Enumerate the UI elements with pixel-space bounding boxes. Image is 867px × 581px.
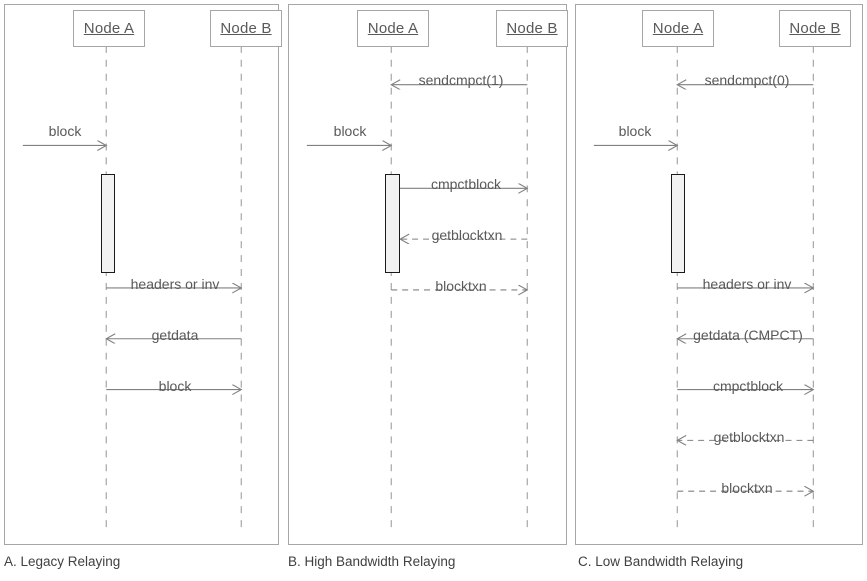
actor-box-node-a[interactable]: Node A [73, 10, 145, 47]
message-label-getdata: getdata [151, 327, 199, 343]
actor-label-node-a: Node A [652, 20, 704, 37]
actor-label-node-b: Node B [220, 20, 272, 37]
panel-low-bandwidth-relaying: Node A Node B sendcmpct(0) block headers… [575, 4, 863, 545]
message-label-blocktxn: blocktxn [721, 480, 773, 496]
message-label-sendcmpct-0: sendcmpct(0) [704, 72, 790, 88]
message-label-cmpctblock: cmpctblock [712, 378, 784, 394]
activation-bar-node-a [101, 174, 115, 273]
message-label-block-in: block [333, 123, 367, 139]
message-label-block-in: block [618, 123, 652, 139]
panel-b-lines [306, 45, 566, 534]
panel-c-caption: C. Low Bandwidth Relaying [578, 554, 744, 569]
panel-c-lines [593, 45, 862, 534]
panel-a-caption: A. Legacy Relaying [4, 554, 121, 569]
message-label-blocktxn: blocktxn [435, 278, 487, 294]
panel-a-lines [22, 45, 278, 534]
panel-legacy-relaying: Node A Node B block headers or inv getda… [4, 4, 282, 545]
actor-box-node-b[interactable]: Node B [496, 10, 568, 47]
message-label-headers-or-inv: headers or inv [130, 276, 220, 292]
message-label-sendcmpct-1: sendcmpct(1) [418, 72, 504, 88]
activation-bar-node-a [385, 174, 400, 273]
activation-bar-node-a [671, 174, 685, 273]
actor-box-node-b[interactable]: Node B [210, 10, 282, 47]
actor-label-node-b: Node B [789, 20, 841, 37]
message-label-getdata-cmpct: getdata (CMPCT) [693, 327, 803, 343]
message-label-cmpctblock: cmpctblock [430, 176, 502, 192]
actor-label-node-a: Node A [367, 20, 419, 37]
actor-label-node-b: Node B [506, 20, 558, 37]
actor-label-node-a: Node A [83, 20, 135, 37]
message-label-block-in: block [48, 123, 82, 139]
panel-b-caption: B. High Bandwidth Relaying [288, 554, 456, 569]
message-label-getblocktxn: getblocktxn [713, 429, 785, 445]
message-label-block-out: block [158, 378, 192, 394]
message-label-getblocktxn: getblocktxn [431, 227, 503, 243]
panel-high-bandwidth-relaying: Node A Node B sendcmpct(1) block cmpctbl… [288, 4, 568, 545]
actor-box-node-b[interactable]: Node B [779, 10, 851, 47]
actor-box-node-a[interactable]: Node A [642, 10, 714, 47]
actor-box-node-a[interactable]: Node A [357, 10, 429, 47]
message-label-headers-or-inv: headers or inv [702, 276, 792, 292]
